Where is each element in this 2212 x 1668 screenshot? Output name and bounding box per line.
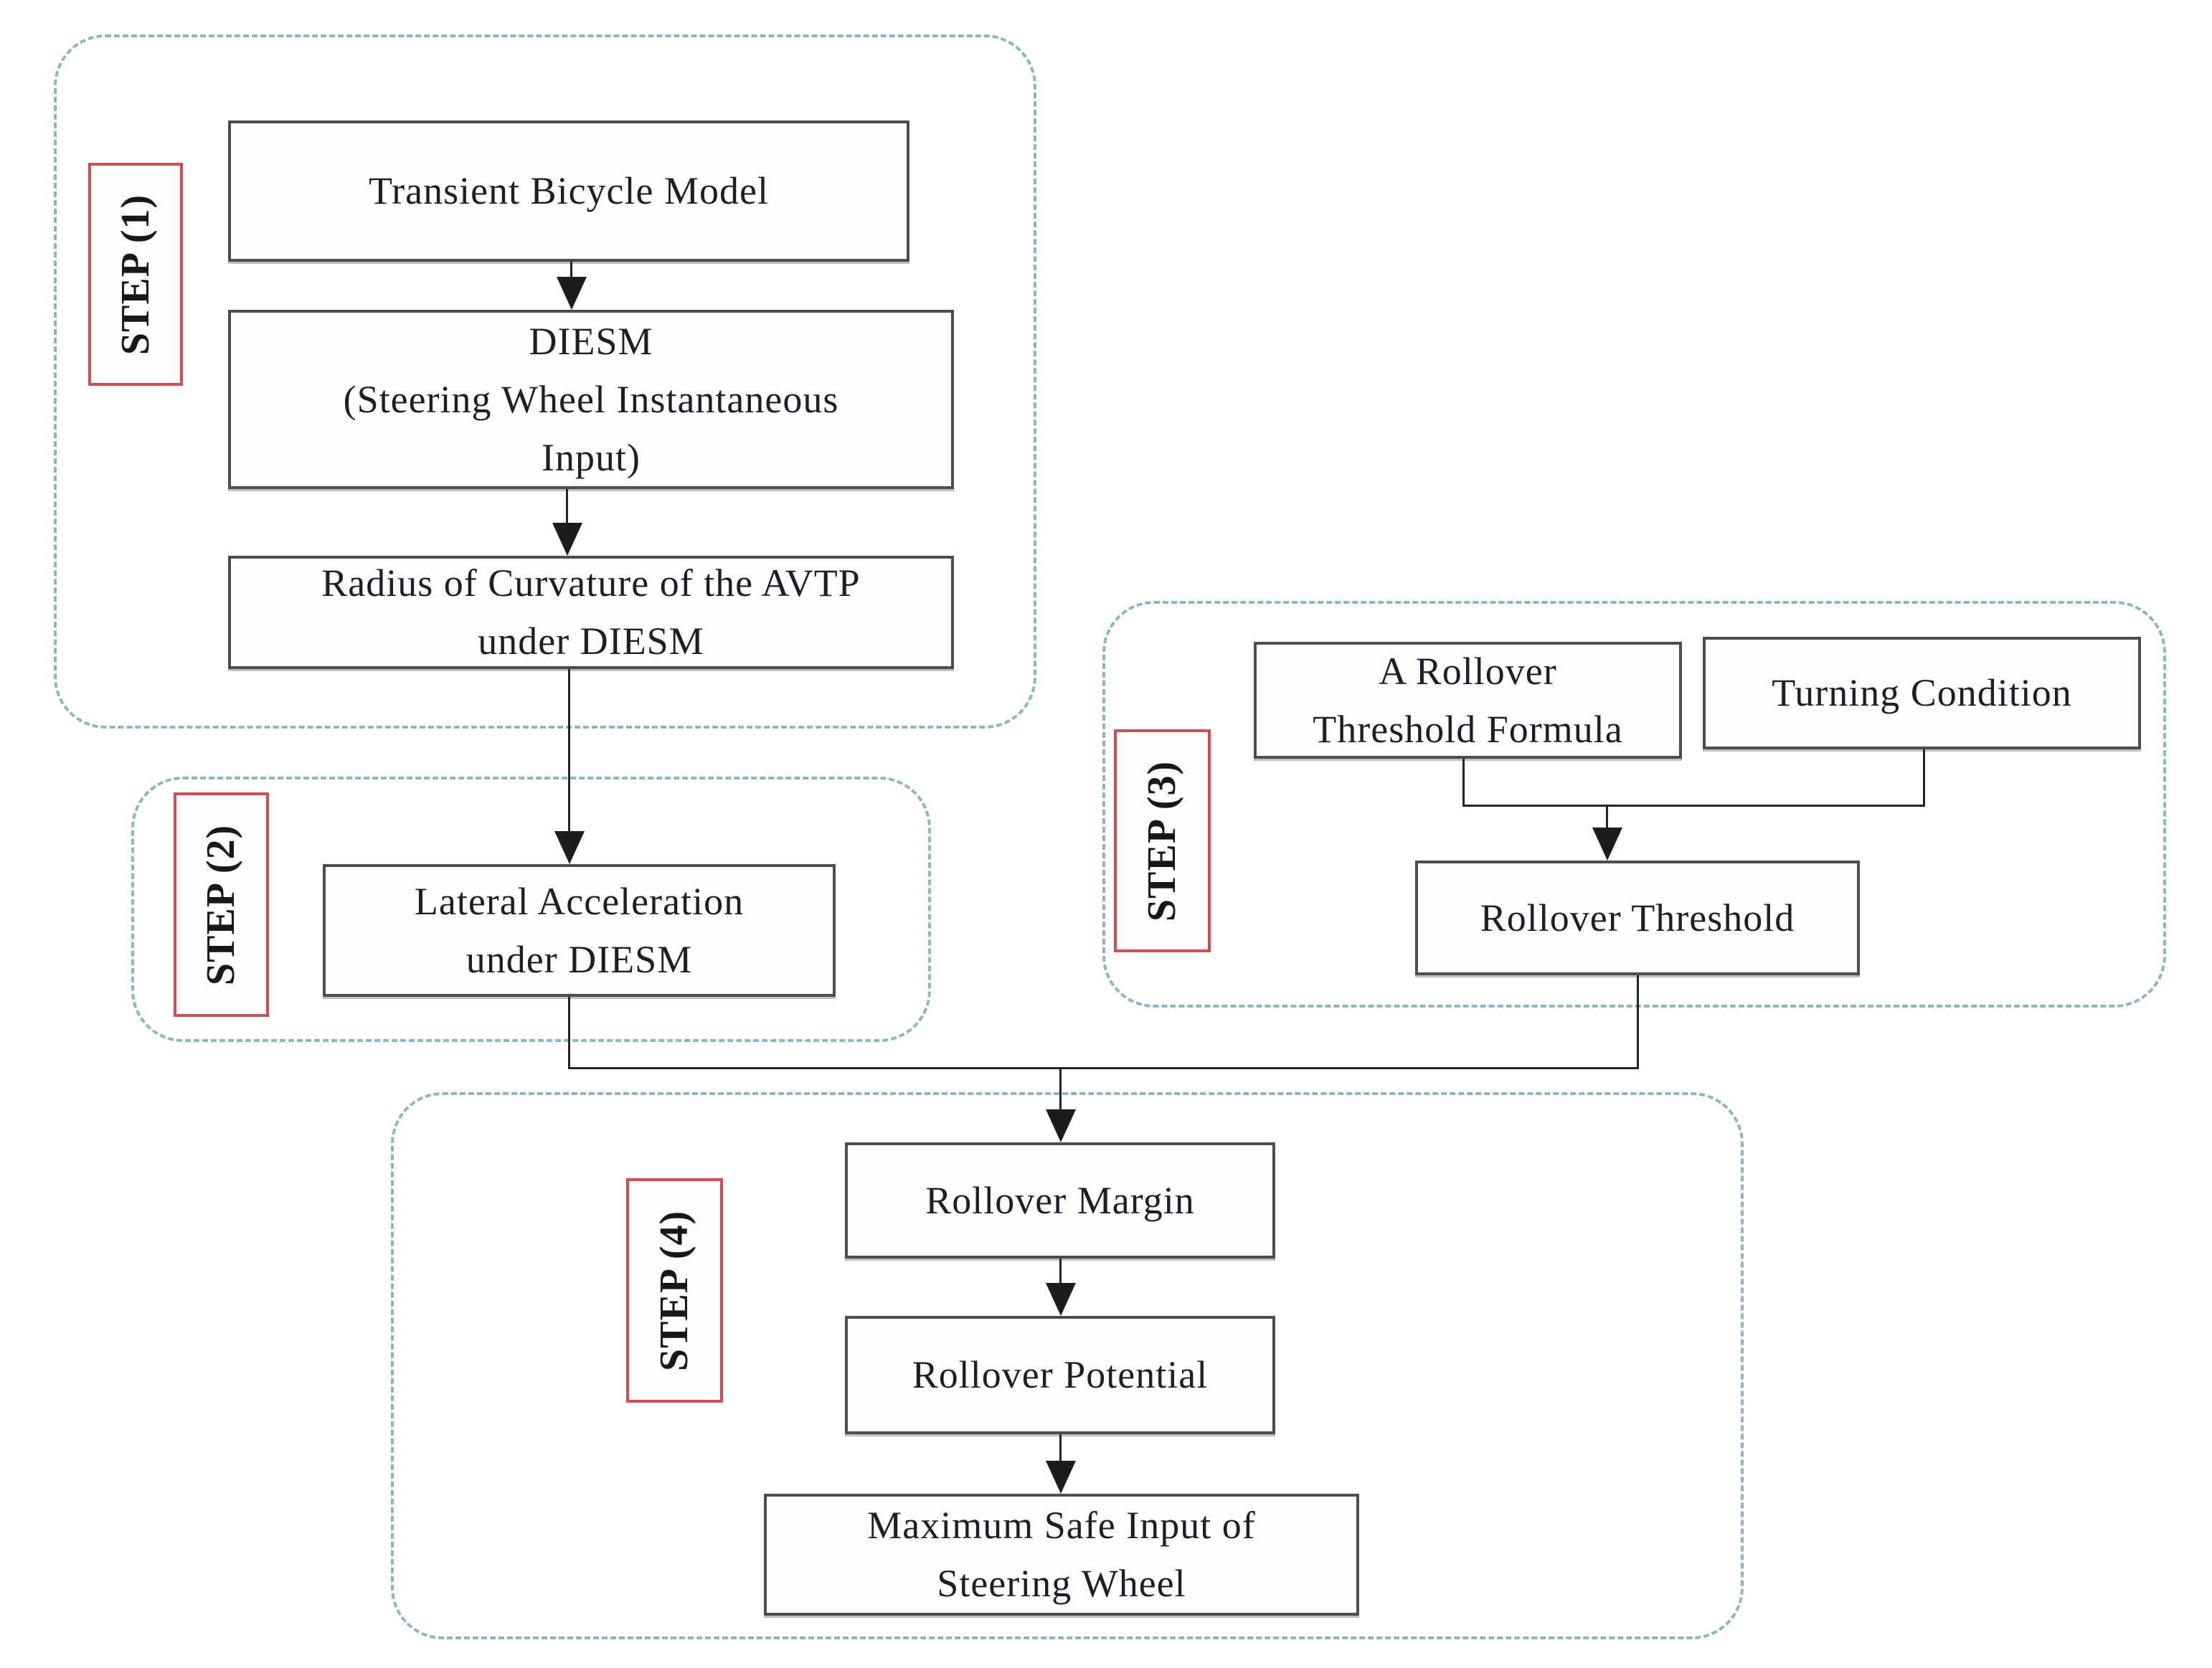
step1-label: STEP (1) bbox=[113, 194, 159, 355]
node-rollover-margin: Rollover Margin bbox=[845, 1142, 1275, 1259]
edge-tbm-diesm-arrowhead bbox=[557, 277, 587, 310]
node-diesm: DIESM (Steering Wheel Instantaneous Inpu… bbox=[228, 310, 954, 489]
step3-label-box: STEP (3) bbox=[1114, 729, 1211, 952]
node-turning-condition: Turning Condition bbox=[1703, 637, 2141, 749]
edge-formula-merge-line bbox=[1462, 759, 1465, 807]
node-maximum-safe-input: Maximum Safe Input of Steering Wheel bbox=[764, 1494, 1359, 1616]
step1-label-box: STEP (1) bbox=[88, 163, 183, 386]
step3-group-outline bbox=[1102, 601, 2166, 1008]
step4-label-box: STEP (4) bbox=[626, 1178, 723, 1403]
edge-turning-merge-line bbox=[1923, 749, 1925, 807]
node-rollover-threshold: Rollover Threshold bbox=[1415, 861, 1860, 975]
node-rollover-potential: Rollover Potential bbox=[845, 1316, 1275, 1434]
edge-merge-horizontal-step3 bbox=[1462, 805, 1925, 807]
node-lateral-acceleration: Lateral Acceleration under DIESM bbox=[323, 864, 836, 997]
edge-diesm-radius-arrowhead bbox=[552, 523, 582, 556]
step4-label: STEP (4) bbox=[652, 1210, 697, 1371]
step4-group-outline bbox=[391, 1092, 1744, 1639]
step1-group-outline bbox=[54, 34, 1036, 729]
edge-radius-lateral-line bbox=[568, 669, 570, 833]
edge-junction-margin-arrowhead bbox=[1046, 1109, 1076, 1142]
node-radius-of-curvature-avtp: Radius of Curvature of the AVTP under DI… bbox=[228, 556, 954, 669]
step2-label-box: STEP (2) bbox=[174, 792, 269, 1017]
edge-potential-maxinput-arrowhead bbox=[1046, 1461, 1076, 1494]
edge-lateral-junction-line bbox=[568, 997, 570, 1069]
node-rollover-threshold-formula: A Rollover Threshold Formula bbox=[1254, 642, 1682, 759]
edge-junction-margin-line bbox=[1059, 1067, 1062, 1111]
edge-tbm-diesm-line bbox=[570, 262, 572, 280]
step2-group-outline bbox=[131, 777, 931, 1042]
node-transient-bicycle-model: Transient Bicycle Model bbox=[228, 120, 909, 262]
edge-margin-potential-arrowhead bbox=[1046, 1283, 1076, 1316]
edge-threshold-junction-line bbox=[1637, 975, 1639, 1069]
edge-margin-potential-line bbox=[1059, 1259, 1062, 1284]
edge-merge-threshold-line bbox=[1606, 807, 1608, 829]
edge-potential-maxinput-line bbox=[1059, 1434, 1062, 1462]
step2-label: STEP (2) bbox=[199, 824, 244, 985]
step3-label: STEP (3) bbox=[1140, 760, 1185, 921]
edge-diesm-radius-line bbox=[566, 489, 568, 524]
edge-junction-horizontal bbox=[568, 1067, 1639, 1069]
edge-radius-lateral-arrowhead bbox=[554, 831, 585, 864]
edge-merge-threshold-arrowhead bbox=[1592, 828, 1622, 861]
